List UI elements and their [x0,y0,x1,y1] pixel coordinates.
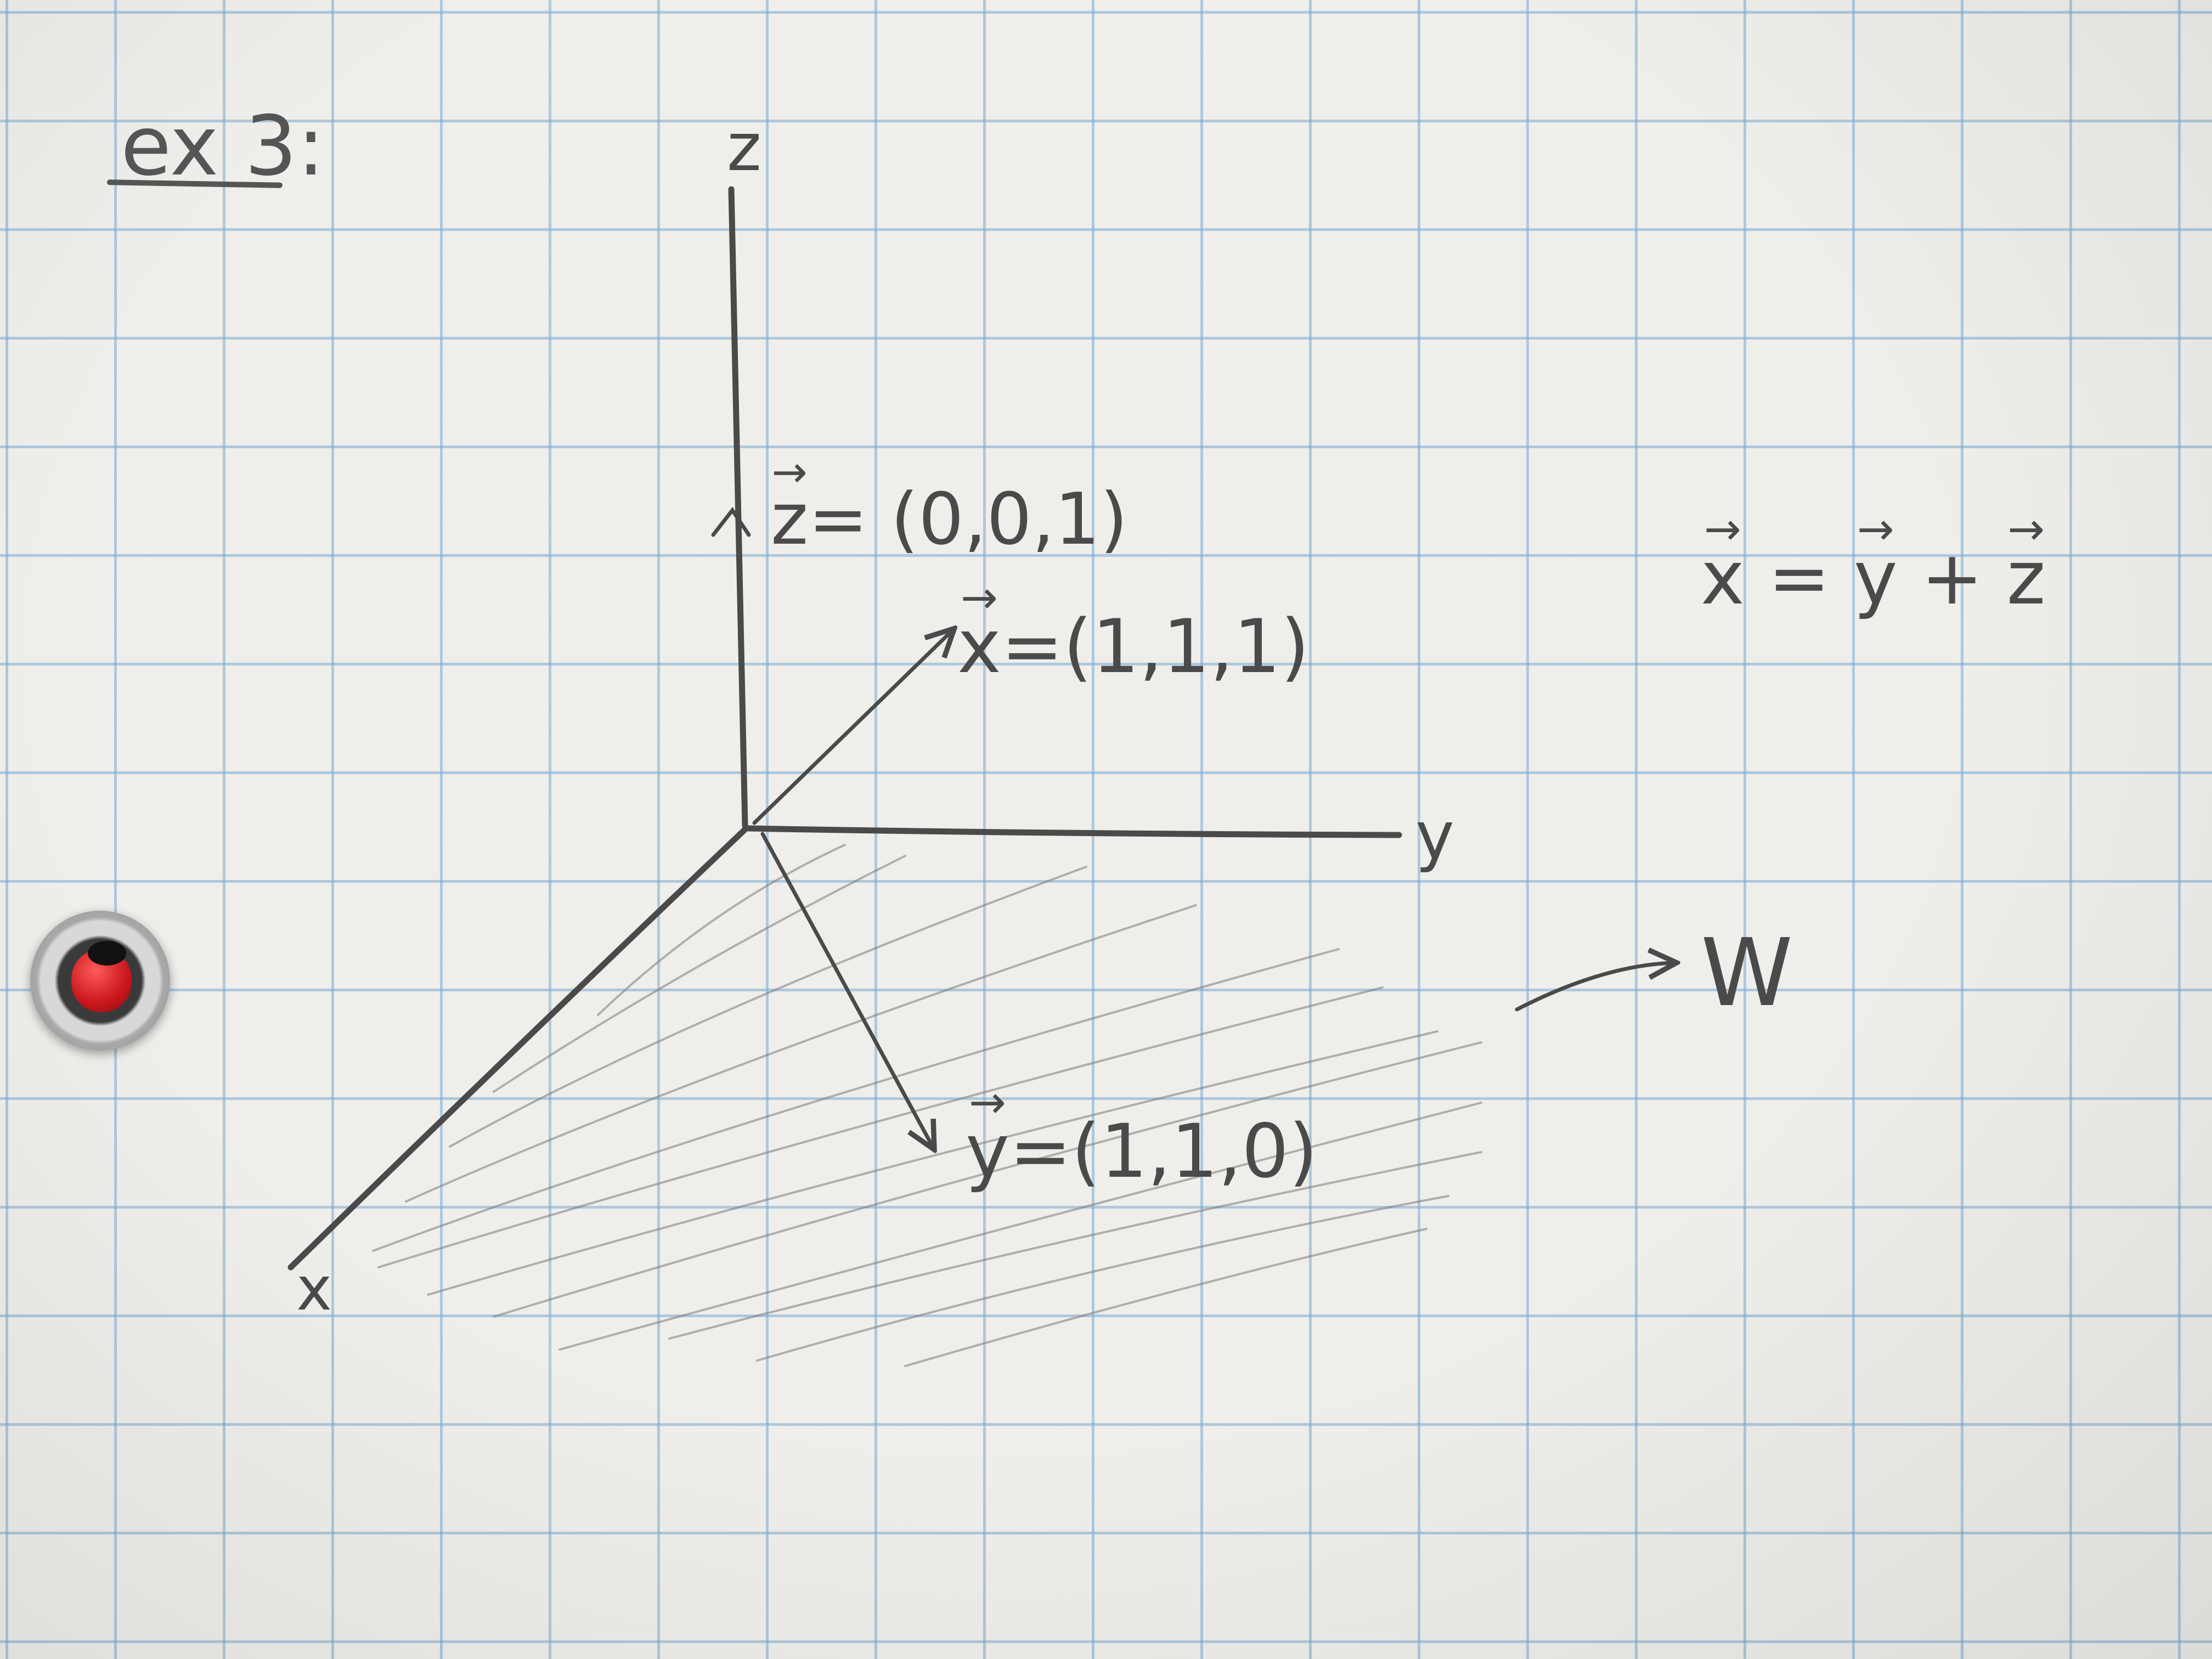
x-vector-value: =(1,1,1) [1001,603,1310,690]
z-vector-value: = (0,0,1) [808,477,1128,561]
vector-equation: x = y + z [1701,535,2046,621]
y-vector-arrow [760,832,933,1147]
hatch-line [558,1102,1482,1351]
hatch-line [427,1030,1438,1296]
subspace-w-label: W [1701,919,1793,1028]
equation-lhs: x [1701,535,1745,621]
axes [287,186,1402,1271]
hatch-line [904,1228,1427,1367]
pin-spot [88,941,126,966]
y-axis-line [746,825,1402,838]
x-vector-label: x=(1,1,1) [957,603,1310,690]
hatch-line [597,844,846,1016]
hatch-line [372,948,1340,1252]
push-pin-icon [30,911,170,1051]
plane-hatching [372,844,1482,1367]
z-axis-label: z [727,110,761,186]
equation-term-y: y [1854,535,1898,621]
hatch-line [449,866,1087,1148]
x-axis-line [287,825,749,1271]
x-vector-arrow [752,631,952,825]
equation-plus: + [1897,535,2007,621]
equation-term-z: z [2007,535,2046,621]
x-axis-label: x [296,1254,332,1324]
y-axis-label: y [1415,798,1455,874]
hatch-line [756,1195,1449,1362]
z-vector-name: z [771,477,808,561]
hatch-line [668,1151,1482,1340]
exercise-title: ex 3: [121,99,325,194]
y-vector-name: y [966,1108,1009,1194]
z-vector-label: z= (0,0,1) [771,477,1128,561]
hatch-line [493,855,906,1093]
y-vector-value: =(1,1,0) [1009,1108,1318,1194]
w-pointer-arrow [1515,963,1673,1012]
x-vector-name: x [957,603,1001,690]
hatch-line [405,904,1197,1203]
vectors [711,507,1673,1147]
equation-equals: = [1744,535,1854,621]
y-vector-label: y=(1,1,0) [966,1108,1318,1194]
z-vector-tick [711,507,751,537]
hatch-line [377,986,1384,1268]
z-axis-line [728,186,748,829]
